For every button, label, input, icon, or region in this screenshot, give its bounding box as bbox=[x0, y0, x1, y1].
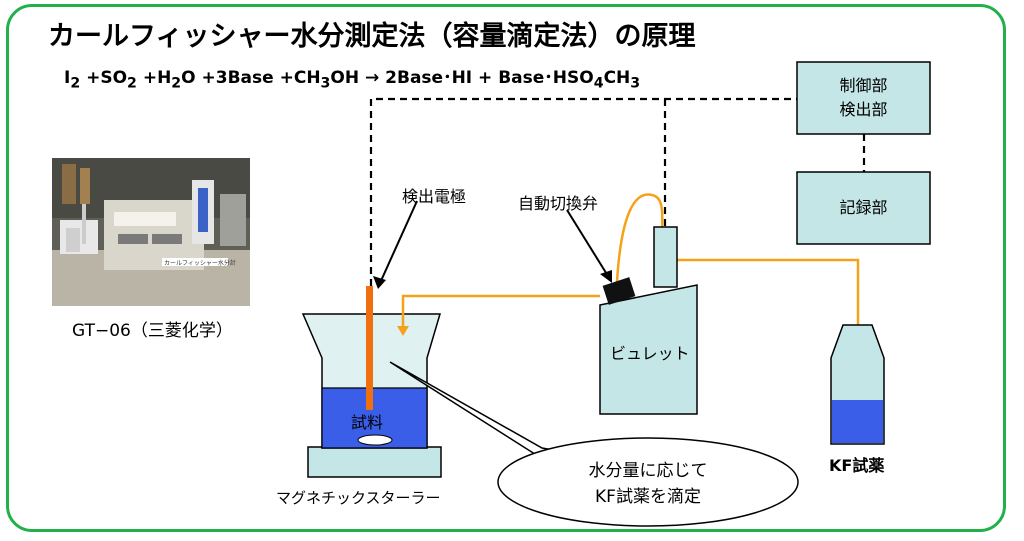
eq-sub-6: 3 bbox=[630, 75, 641, 92]
callout-line2: KF試薬を滴定 bbox=[595, 487, 701, 507]
magnetic-stirrer bbox=[307, 446, 442, 478]
control-detector-label: 制御部 検出部 bbox=[797, 74, 930, 122]
eq-part-3: +H bbox=[136, 68, 172, 88]
callout-bubble bbox=[497, 437, 799, 527]
control-label-line1: 制御部 bbox=[839, 76, 888, 95]
photo-caption: GT−06（三菱化学） bbox=[72, 321, 233, 341]
recorder-label: 記録部 bbox=[839, 198, 888, 217]
auto-switch-valve bbox=[602, 277, 636, 305]
eq-part-1: I bbox=[64, 68, 71, 88]
dispensing-tube-arrow bbox=[397, 326, 409, 336]
burette-tube bbox=[653, 226, 678, 288]
callout-pointer-fill bbox=[393, 364, 548, 454]
callout-text: 水分量に応じて KF試薬を滴定 bbox=[548, 458, 748, 510]
signal-line-electrode bbox=[369, 97, 797, 286]
valve-label: 自動切換弁 bbox=[518, 194, 599, 213]
eq-part-2: +SO bbox=[80, 68, 128, 88]
diagram-frame bbox=[6, 4, 1006, 532]
valve-pointer bbox=[566, 209, 609, 277]
instrument-photo-drawing: カールフィッシャー水分計 bbox=[52, 158, 250, 306]
eq-sub-4: 3 bbox=[320, 75, 331, 92]
burette-label: ビュレット bbox=[610, 344, 690, 363]
eq-sub-5: 4 bbox=[593, 75, 604, 92]
valve-loop-tube bbox=[615, 193, 664, 283]
callout-line1: 水分量に応じて bbox=[588, 461, 708, 481]
stirrer-label: マグネチックスターラー bbox=[276, 489, 441, 507]
eq-sub-1: 2 bbox=[70, 75, 81, 92]
electrode-pointer bbox=[379, 200, 418, 284]
stir-bar bbox=[357, 434, 393, 446]
instrument-photo: カールフィッシャー水分計 bbox=[52, 158, 250, 306]
burette-body bbox=[599, 284, 698, 415]
sample-liquid-front bbox=[321, 387, 428, 449]
eq-part-5: OH → 2Base･HI + Base･HSO bbox=[330, 68, 594, 88]
valve-pointer-head bbox=[600, 270, 612, 283]
kf-reagent-liquid bbox=[832, 400, 883, 443]
instrument-screen-text: カールフィッシャー水分計 bbox=[164, 259, 236, 267]
eq-part-6: CH bbox=[603, 68, 631, 88]
dispensing-tube bbox=[401, 294, 600, 328]
sample-label: 試料 bbox=[351, 413, 384, 432]
detection-electrode bbox=[366, 286, 373, 410]
recorder-box bbox=[796, 171, 931, 245]
eq-sub-2: 2 bbox=[127, 75, 137, 92]
electrode-pointer-head bbox=[373, 276, 386, 289]
page-title: カールフィッシャー水分測定法（容量滴定法）の原理 bbox=[48, 21, 696, 52]
reaction-equation: I2 +SO2 +H2O +3Base +CH3OH → 2Base･HI + … bbox=[64, 63, 640, 91]
kf-reagent-label: KF試薬 bbox=[829, 456, 885, 475]
eq-part-4: O +3Base +CH bbox=[181, 68, 321, 88]
control-label-line2: 検出部 bbox=[839, 100, 888, 119]
electrode-label: 検出電極 bbox=[402, 187, 467, 206]
control-detector-box bbox=[796, 61, 931, 135]
eq-sub-3: 2 bbox=[171, 75, 182, 92]
